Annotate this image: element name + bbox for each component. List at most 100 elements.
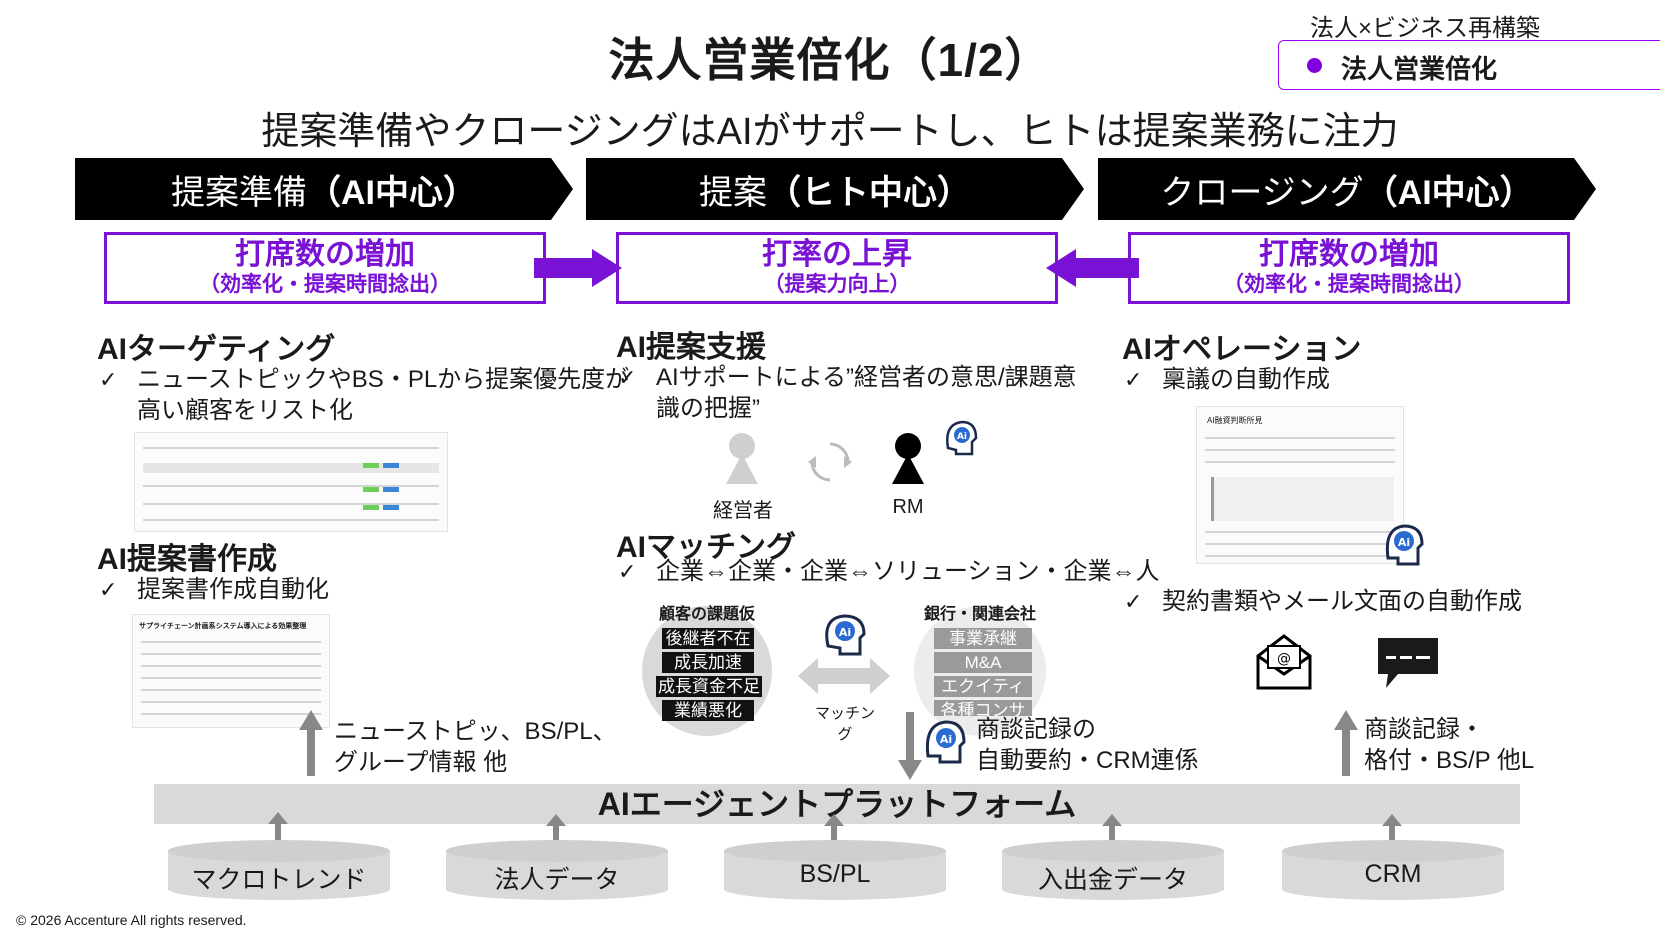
- phase-chevron-proposal: 提案（ヒト中心）: [586, 158, 1084, 220]
- bullet-proposal-support: ✓ AIサポートによる”経営者の意思/課題意識の把握”: [618, 362, 1077, 424]
- hypothesis-tag: 業績悪化: [662, 700, 754, 721]
- arrow-left-icon: [1046, 249, 1076, 287]
- person-label-rm: RM: [892, 496, 924, 518]
- ai-agent-platform-bar: AIエージェントプラットフォーム: [154, 784, 1520, 824]
- hypothesis-tag: 成長加速: [662, 652, 754, 673]
- hypothesis-tag: 成長資金不足: [656, 676, 762, 697]
- hypothesis-tag: 後継者不在: [662, 628, 754, 649]
- up-arrow-icon: [268, 812, 288, 842]
- data-source-cylinder: 入出金データ: [1002, 840, 1224, 900]
- svg-text:Ai: Ai: [940, 733, 952, 746]
- solution-tag: エクイティ投資: [934, 676, 1032, 717]
- left-input-note: ニューストピッ、BS/PL、グループ情報 他: [334, 718, 617, 776]
- up-arrow-shaft: [1342, 728, 1350, 776]
- bullet-line: 識の把握”: [656, 395, 760, 422]
- svg-text:Ai: Ai: [839, 626, 851, 639]
- check-icon: ✓: [618, 559, 637, 584]
- up-arrow-icon: [1382, 814, 1402, 844]
- check-icon: ✓: [1124, 589, 1143, 614]
- data-source-label: 法人データ: [494, 866, 620, 894]
- center-output-note: 商談記録の自動要約・CRM連係: [976, 716, 1199, 774]
- bullet-matching: ✓ 企業⇔企業・企業⇔ソリューション・企業⇔人: [618, 556, 1160, 587]
- data-source-cylinder: マクロトレンド: [168, 840, 390, 900]
- heading-ai-operation: AIオペレーション: [1122, 333, 1362, 366]
- solution-tag: 各種コンサル: [934, 700, 1032, 716]
- section-badge: 法人営業倍化: [1278, 40, 1660, 90]
- phase-mode: （AI中心）: [1363, 173, 1534, 212]
- down-arrow-shaft: [906, 712, 914, 762]
- ai-head-icon: Ai: [925, 720, 966, 764]
- kpi-box-proposal: 打率の上昇 （提案力向上）: [616, 232, 1058, 304]
- bullet-proposal-doc: ✓ 提案書作成自動化: [99, 574, 329, 605]
- up-arrow-icon: [546, 814, 566, 844]
- up-arrow-icon: [299, 710, 323, 730]
- check-icon: ✓: [99, 367, 118, 392]
- kpi-title: 打席数の増加: [235, 238, 415, 271]
- bullet-line: 企業⇔企業・企業⇔ソリューション・企業⇔人: [656, 558, 1160, 585]
- page-title: 法人営業倍化（1/2）: [608, 34, 1052, 86]
- right-input-note: 商談記録・格付・BS/P 他L: [1364, 716, 1535, 774]
- refresh-cycle-icon: [808, 442, 852, 482]
- bullet-targeting: ✓ ニューストピックやBS・PLから提案優先度が高い顧客をリスト化: [99, 364, 629, 426]
- heading-ai-matching: AIマッチング: [616, 531, 796, 564]
- bullet-dot-icon: [1307, 58, 1322, 73]
- bullet-line: 稟議の自動作成: [1162, 366, 1330, 393]
- up-arrow-icon: [1102, 814, 1122, 844]
- matching-label: マッチング: [814, 705, 875, 743]
- kpi-sub: （効率化・提案時間捻出）: [1223, 273, 1475, 296]
- ai-head-icon: Ai: [1385, 524, 1424, 566]
- up-arrow-icon: [824, 814, 844, 844]
- phase-name: クロージング: [1160, 173, 1364, 212]
- heading-ai-proposal-doc: AI提案書作成: [97, 543, 277, 576]
- svg-text:Ai: Ai: [1398, 536, 1410, 549]
- up-arrow-shaft: [307, 728, 315, 776]
- svg-text:Ai: Ai: [957, 432, 967, 442]
- kpi-box-prep: 打席数の増加 （効率化・提案時間捻出）: [104, 232, 546, 304]
- down-arrow-icon: [898, 760, 922, 780]
- bullet-contract: ✓ 契約書類やメール文面の自動作成: [1124, 586, 1522, 617]
- customer-list-thumbnail: [134, 432, 448, 532]
- kpi-sub: （提案力向上）: [763, 273, 911, 296]
- data-source-cylinder: 法人データ: [446, 840, 668, 900]
- solution-tag: M&A: [934, 652, 1032, 673]
- heading-ai-proposal-support: AI提案支援: [616, 331, 766, 364]
- kpi-sub: （効率化・提案時間捻出）: [199, 273, 451, 296]
- ringi-doc-thumbnail: AI融資判断所見: [1196, 406, 1404, 564]
- phase-mode: （AI中心）: [307, 173, 477, 212]
- bullet-line: AIサポートによる”経営者の意思/課題意: [656, 364, 1077, 391]
- solution-tag: 事業承継: [934, 628, 1032, 649]
- kpi-title: 打率の上昇: [762, 238, 912, 271]
- check-icon: ✓: [99, 577, 118, 602]
- email-icon: @: [1256, 634, 1312, 690]
- phase-mode: （ヒト中心）: [767, 173, 971, 212]
- section-tag: 法人×ビジネス再構築: [1309, 15, 1540, 42]
- phase-name: 提案準備: [171, 173, 307, 212]
- data-source-label: 入出金データ: [1037, 866, 1188, 894]
- heading-ai-targeting: AIターゲティング: [97, 333, 336, 366]
- ai-head-icon: Ai: [825, 614, 866, 656]
- double-arrow-icon: [798, 658, 890, 694]
- bank-group-title: 銀行・関連会社: [923, 606, 1036, 623]
- data-source-cylinder: CRM: [1282, 840, 1504, 900]
- executive-person-icon: [726, 433, 758, 484]
- bullet-line: ニューストピックやBS・PLから提案優先度が: [137, 366, 630, 393]
- data-source-label: CRM: [1364, 860, 1422, 888]
- doc-title: サプライチェーン計画系システム導入による効果整理: [139, 623, 307, 630]
- badge-label: 法人営業倍化: [1341, 54, 1498, 84]
- doc-title: AI融資判断所見: [1207, 416, 1263, 425]
- phase-chevron-prep: 提案準備（AI中心）: [75, 158, 573, 220]
- data-source-label: BS/PL: [799, 860, 871, 888]
- ai-head-icon: Ai: [946, 420, 978, 456]
- up-arrow-icon: [1334, 710, 1358, 730]
- arrow-left-shaft: [1075, 258, 1139, 278]
- bullet-line: 提案書作成自動化: [137, 576, 329, 603]
- data-source-cylinder: BS/PL: [724, 840, 946, 900]
- copyright: © 2026 Accenture All rights reserved.: [16, 912, 247, 928]
- check-icon: ✓: [618, 365, 637, 390]
- kpi-title: 打席数の増加: [1259, 238, 1439, 271]
- phase-name: 提案: [699, 173, 767, 212]
- proposal-doc-thumbnail: サプライチェーン計画系システム導入による効果整理: [132, 614, 330, 728]
- arrow-right-shaft: [534, 258, 594, 278]
- person-label-exec: 経営者: [713, 500, 773, 522]
- arrow-right-icon: [592, 249, 622, 287]
